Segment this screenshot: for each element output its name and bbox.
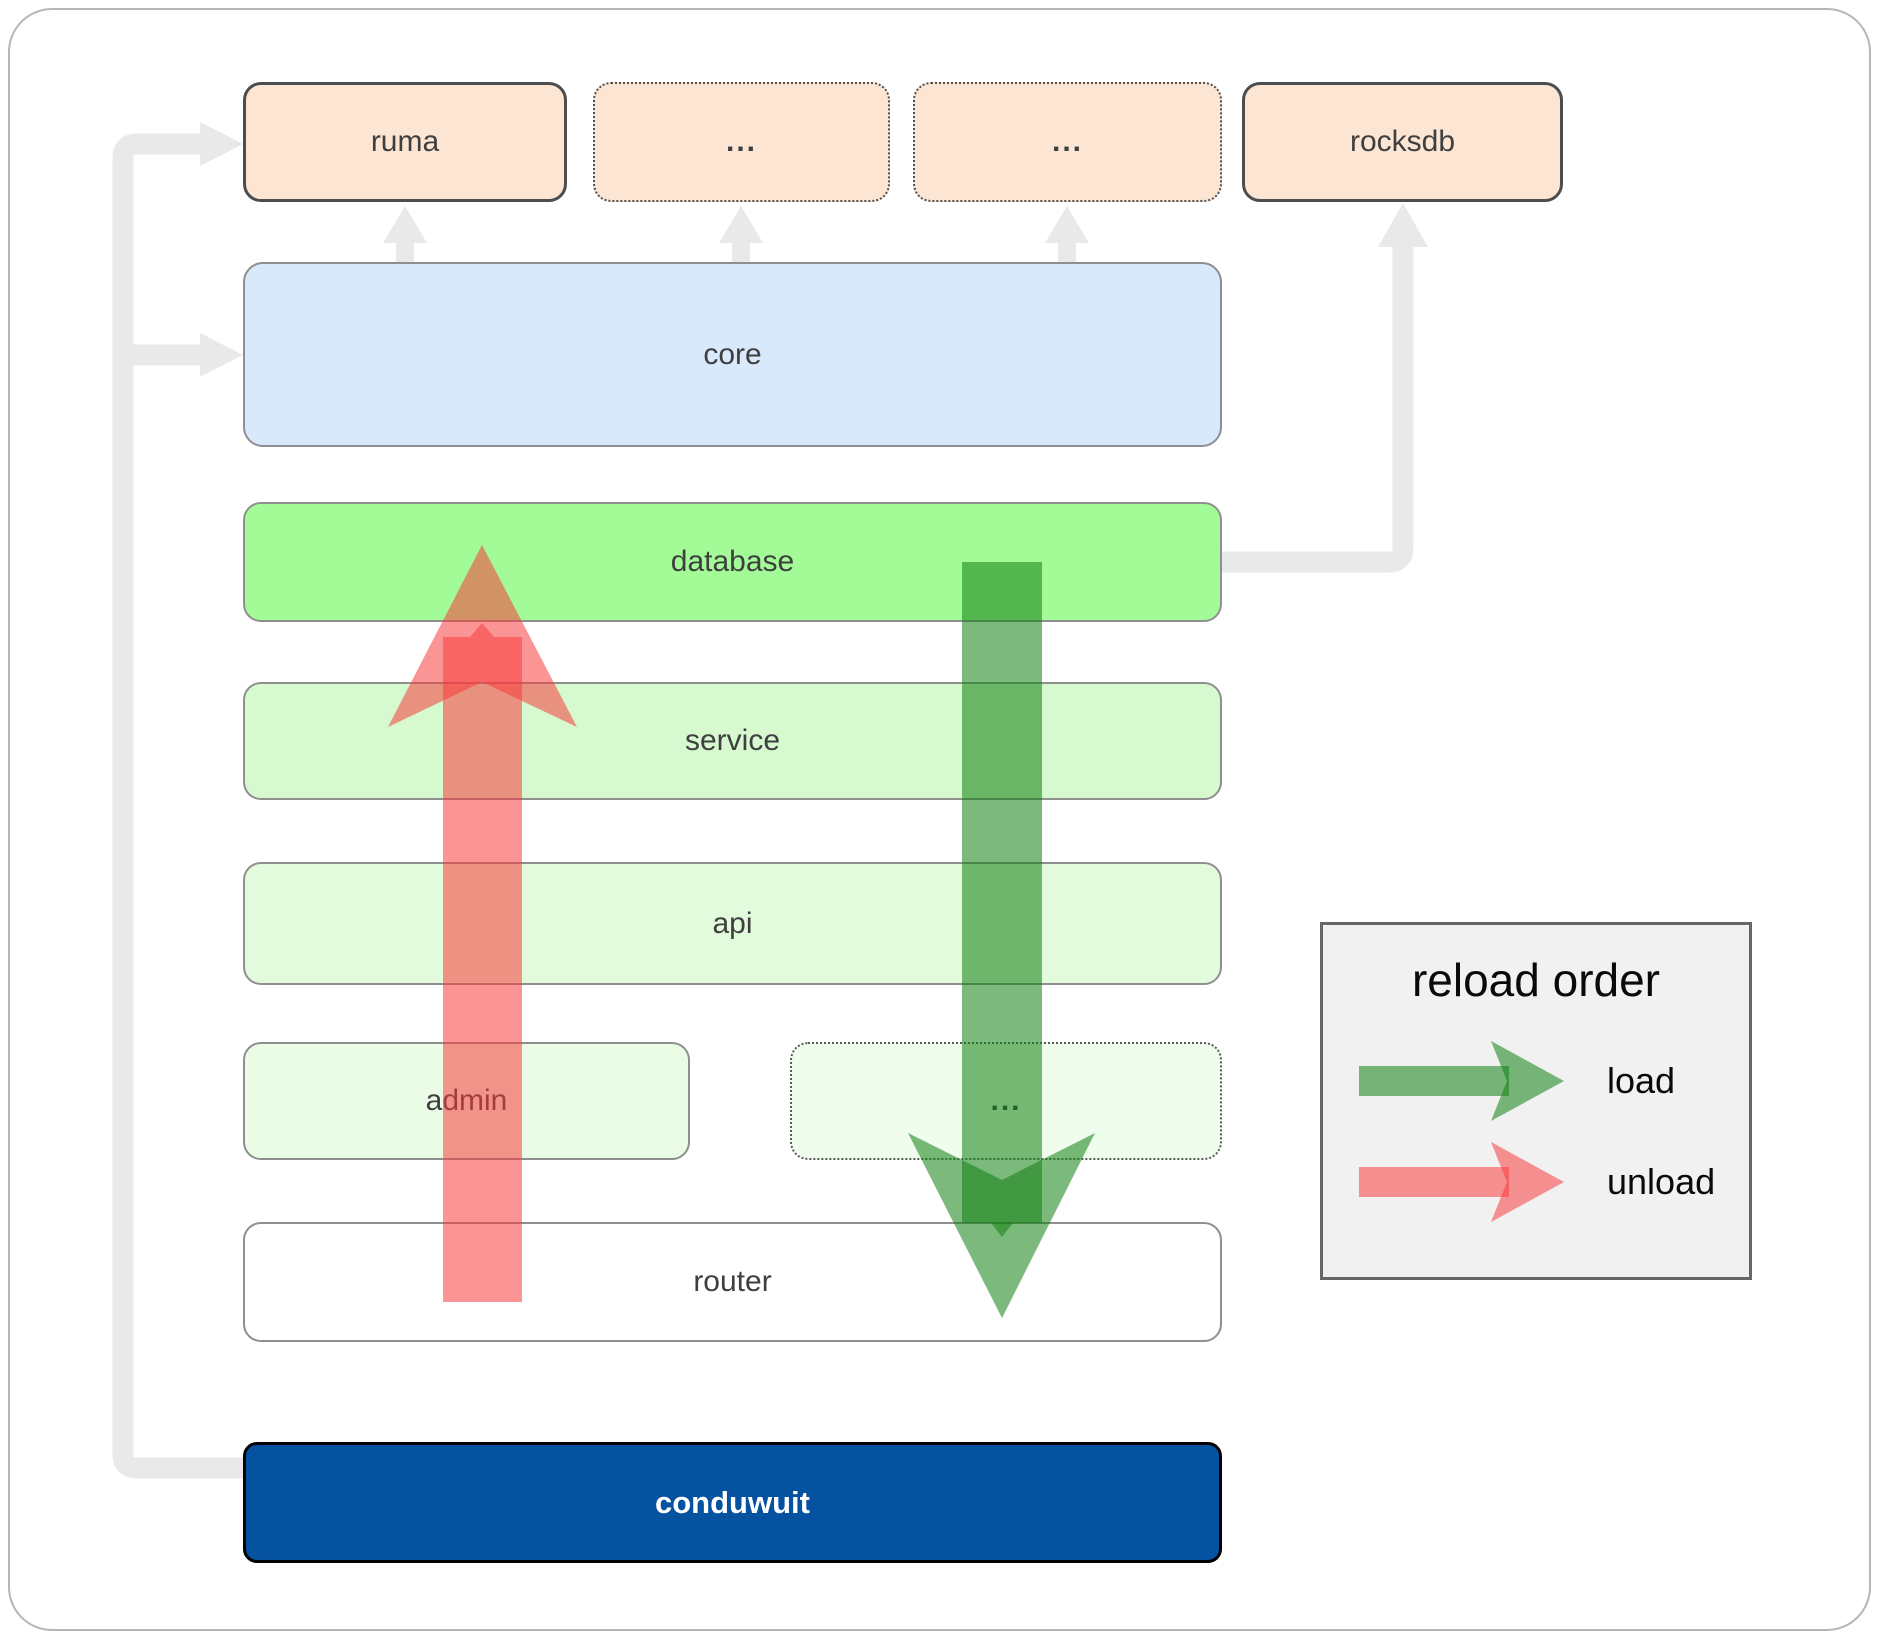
legend-item-unload: unload [1359, 1137, 1739, 1227]
box-admin: admin [243, 1042, 690, 1160]
box-admin-ellipsis-label: ... [990, 1084, 1022, 1117]
legend-title: reload order [1411, 954, 1661, 1006]
box-conduwuit: conduwuit [243, 1442, 1222, 1563]
box-router: router [243, 1222, 1222, 1342]
box-admin-label: admin [425, 1084, 508, 1117]
box-top-ellipsis-2-label: ... [1051, 125, 1083, 158]
box-api: api [243, 862, 1222, 985]
box-top-ellipsis-2: ... [913, 82, 1222, 202]
box-rocksdb: rocksdb [1242, 82, 1563, 202]
box-top-ellipsis-1-label: ... [725, 125, 757, 158]
legend-unload-label: unload [1607, 1161, 1716, 1202]
box-service: service [243, 682, 1222, 800]
box-rocksdb-label: rocksdb [1349, 125, 1456, 158]
box-service-label: service [684, 724, 781, 757]
outer-frame [8, 8, 1871, 1631]
box-core-label: core [703, 337, 762, 371]
box-router-label: router [693, 1265, 772, 1298]
box-core: core [243, 262, 1222, 447]
box-api-label: api [712, 906, 753, 940]
legend-box: reload order load unload [1320, 922, 1752, 1280]
box-database: database [243, 502, 1222, 622]
legend-item-load: load [1359, 1036, 1739, 1126]
box-admin-ellipsis: ... [790, 1042, 1222, 1160]
legend-load-label: load [1607, 1060, 1676, 1101]
box-database-label: database [670, 545, 795, 578]
box-top-ellipsis-1: ... [593, 82, 890, 202]
load-arrow-icon [1359, 1041, 1564, 1121]
unload-arrow-icon [1359, 1142, 1564, 1222]
box-conduwuit-label: conduwuit [655, 1484, 810, 1520]
box-ruma-label: ruma [370, 125, 440, 158]
box-ruma: ruma [243, 82, 567, 202]
